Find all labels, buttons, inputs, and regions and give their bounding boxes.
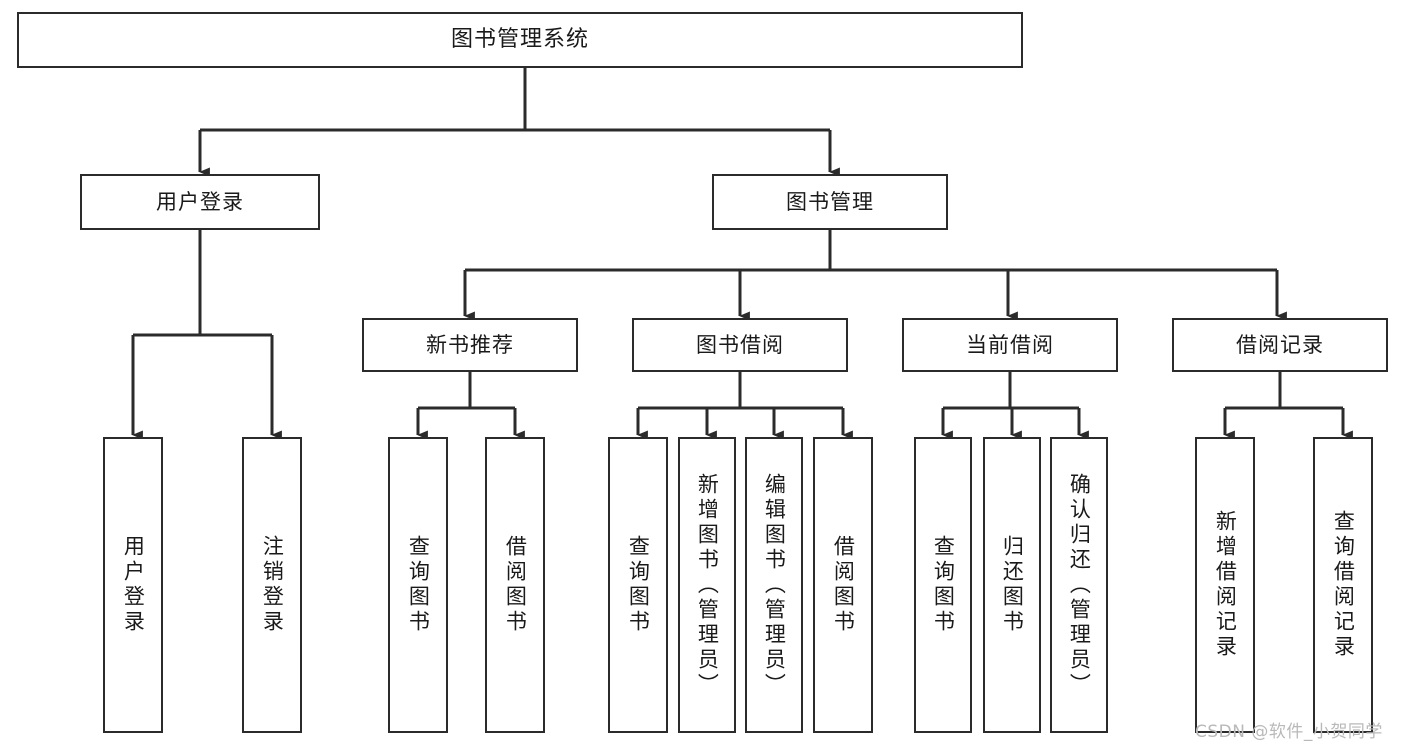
node-leaf-user-login-label: 用户登录 [121, 535, 146, 635]
node-leaf-add-record[interactable]: 新增借阅记录 [1195, 437, 1255, 733]
node-leaf-query-book-1-label: 查询图书 [406, 535, 431, 635]
node-leaf-query-record[interactable]: 查询借阅记录 [1313, 437, 1373, 733]
node-new-book-recommend[interactable]: 新书推荐 [362, 318, 578, 372]
node-leaf-edit-book-label: 编辑图书（管理员） [762, 472, 787, 698]
node-root[interactable]: 图书管理系统 [17, 12, 1023, 68]
node-leaf-borrow-book-2[interactable]: 借阅图书 [813, 437, 873, 733]
node-leaf-query-book-1[interactable]: 查询图书 [388, 437, 448, 733]
node-book-manage-label: 图书管理 [786, 189, 874, 214]
node-current-borrow-label: 当前借阅 [966, 332, 1054, 357]
node-user-login-label: 用户登录 [156, 189, 244, 214]
node-leaf-add-record-label: 新增借阅记录 [1213, 510, 1238, 660]
node-book-borrow[interactable]: 图书借阅 [632, 318, 848, 372]
node-leaf-query-book-3[interactable]: 查询图书 [914, 437, 972, 733]
node-user-login[interactable]: 用户登录 [80, 174, 320, 230]
node-leaf-query-book-2-label: 查询图书 [626, 535, 651, 635]
node-current-borrow[interactable]: 当前借阅 [902, 318, 1118, 372]
watermark: CSDN @软件_小贺同学 [1195, 722, 1383, 742]
node-borrow-record[interactable]: 借阅记录 [1172, 318, 1388, 372]
node-new-book-recommend-label: 新书推荐 [426, 332, 514, 357]
node-leaf-user-logout-label: 注销登录 [260, 535, 285, 635]
node-leaf-edit-book[interactable]: 编辑图书（管理员） [745, 437, 803, 733]
node-leaf-borrow-book-1[interactable]: 借阅图书 [485, 437, 545, 733]
node-leaf-user-login[interactable]: 用户登录 [103, 437, 163, 733]
node-leaf-return-book-label: 归还图书 [1000, 535, 1025, 635]
node-book-borrow-label: 图书借阅 [696, 332, 784, 357]
node-leaf-query-book-2[interactable]: 查询图书 [608, 437, 668, 733]
node-root-label: 图书管理系统 [450, 27, 589, 53]
node-leaf-add-book-label: 新增图书（管理员） [695, 472, 720, 698]
node-leaf-confirm-return[interactable]: 确认归还（管理员） [1050, 437, 1108, 733]
node-leaf-borrow-book-2-label: 借阅图书 [831, 535, 856, 635]
node-leaf-query-record-label: 查询借阅记录 [1331, 510, 1356, 660]
node-borrow-record-label: 借阅记录 [1236, 332, 1324, 357]
node-leaf-add-book[interactable]: 新增图书（管理员） [678, 437, 736, 733]
node-book-manage[interactable]: 图书管理 [712, 174, 948, 230]
node-leaf-user-logout[interactable]: 注销登录 [242, 437, 302, 733]
node-leaf-borrow-book-1-label: 借阅图书 [503, 535, 528, 635]
node-leaf-confirm-return-label: 确认归还（管理员） [1067, 472, 1092, 698]
node-leaf-query-book-3-label: 查询图书 [931, 535, 956, 635]
node-leaf-return-book[interactable]: 归还图书 [983, 437, 1041, 733]
